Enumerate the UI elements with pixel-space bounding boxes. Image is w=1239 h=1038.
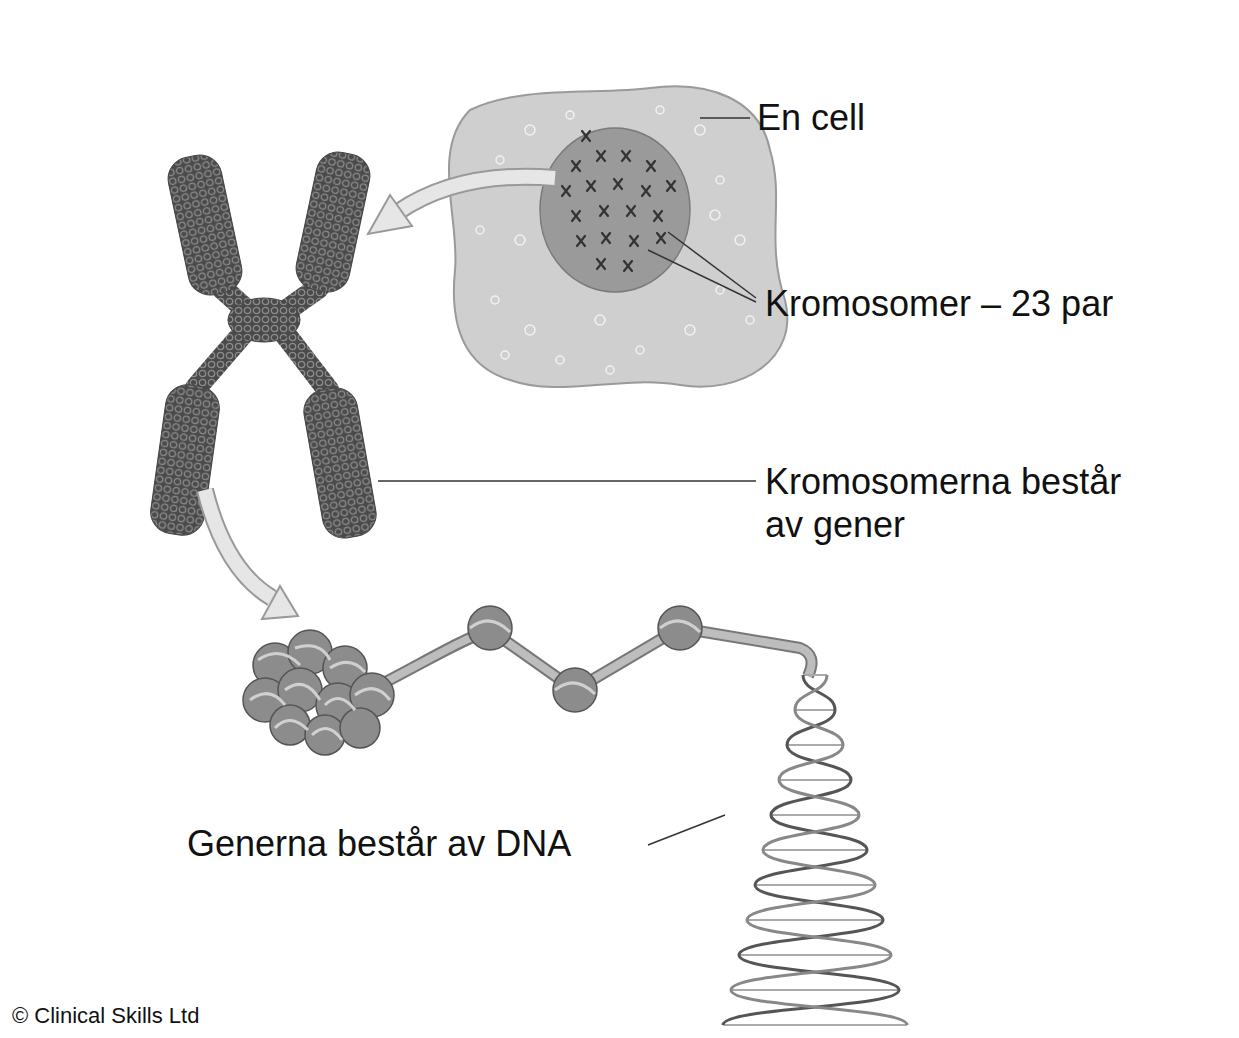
dna-label: Generna består av DNA	[187, 822, 571, 865]
leader-lines	[378, 118, 756, 845]
chromosome	[148, 148, 380, 542]
zoom-arrow	[205, 490, 298, 619]
cell-label: En cell	[757, 96, 865, 139]
chromatin-fiber	[243, 606, 812, 755]
copyright-label: © Clinical Skills Ltd	[12, 1003, 199, 1029]
chromosome-label: Kromosomer – 23 par	[765, 282, 1113, 325]
cell	[449, 86, 787, 387]
dna-helix	[723, 675, 907, 1025]
gene-label: Kromosomerna består av gener	[765, 460, 1157, 546]
zoom-arrow	[368, 177, 555, 234]
